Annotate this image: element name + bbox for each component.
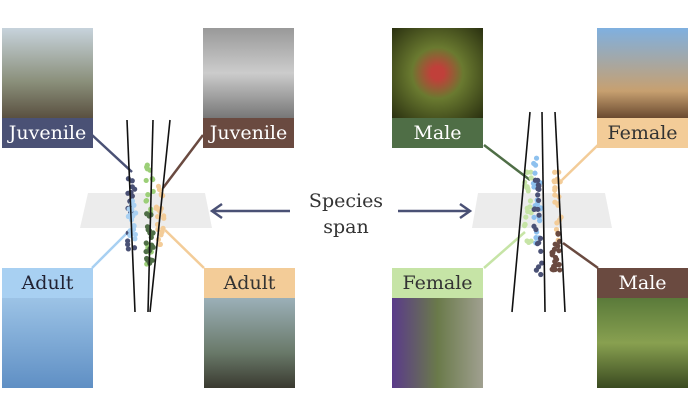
- scatter-dot: [555, 231, 561, 237]
- card-label: Juvenile: [203, 118, 294, 148]
- bird-photo: [203, 28, 294, 118]
- scatter-dot: [143, 197, 150, 204]
- scatter-dot: [533, 155, 540, 161]
- scatter-dot: [531, 206, 537, 213]
- scatter-dot: [539, 260, 545, 266]
- scatter-dot: [125, 246, 131, 252]
- scatter-dot: [144, 162, 150, 168]
- card-label: Male: [597, 268, 688, 298]
- scatter-dot: [553, 226, 560, 233]
- scatter-dot: [131, 223, 137, 229]
- scatter-dot: [531, 160, 537, 167]
- label-line-2: span: [323, 216, 369, 238]
- scatter-dot: [145, 192, 151, 198]
- card-label: Adult: [204, 268, 295, 298]
- scatter-dot: [149, 257, 155, 263]
- scatter-dot: [131, 245, 138, 251]
- scatter-dot: [538, 271, 544, 278]
- scatter-dot: [552, 185, 558, 191]
- scatter-dot: [133, 210, 139, 216]
- scatter-dot: [132, 186, 138, 192]
- card-label: Adult: [2, 268, 93, 298]
- card-label: Juvenile: [2, 118, 93, 148]
- scatter-dot: [537, 235, 544, 241]
- scatter-dot: [155, 183, 162, 189]
- scatter-dot: [149, 176, 155, 182]
- scatter-dot: [556, 261, 562, 268]
- scatter-dot: [157, 241, 163, 248]
- scatter-dot: [536, 212, 542, 218]
- fit-line: [147, 119, 154, 313]
- scatter-dot: [132, 236, 138, 242]
- scatter-dot: [522, 221, 528, 227]
- bird-photo: [597, 298, 688, 388]
- scatter-dot: [125, 241, 131, 248]
- bird-photo: [2, 298, 93, 388]
- scatter-dot: [555, 243, 561, 249]
- scatter-dot: [527, 204, 533, 210]
- left-span-plane: [80, 193, 212, 228]
- scatter-dot: [132, 231, 139, 238]
- scatter-dot: [526, 239, 532, 245]
- scatter-dot: [534, 241, 541, 247]
- scatter-dot: [528, 169, 534, 175]
- bird-photo: [392, 28, 483, 118]
- scatter-dot: [527, 198, 534, 204]
- scatter-dot: [557, 267, 563, 273]
- fit-line: [149, 119, 171, 313]
- card-label: Male: [392, 118, 483, 148]
- fit-line: [554, 111, 566, 313]
- scatter-dot: [550, 267, 556, 273]
- card-label: Female: [597, 118, 688, 148]
- scatter-dot: [552, 258, 558, 265]
- scatter-dot: [160, 225, 166, 231]
- bird-photo: [204, 298, 295, 388]
- scatter-dot: [523, 214, 529, 220]
- species-span-label: Species span: [296, 188, 396, 240]
- scatter-dot: [144, 224, 151, 230]
- scatter-dot: [536, 183, 542, 189]
- scatter-dot: [150, 230, 156, 236]
- scatter-dot: [129, 178, 135, 184]
- bird-photo: [392, 298, 483, 388]
- bird-photo: [2, 28, 93, 118]
- scatter-dot: [537, 218, 543, 224]
- scatter-dot: [556, 248, 562, 254]
- scatter-dot: [144, 211, 150, 217]
- scatter-dot: [533, 267, 539, 273]
- label-line-1: Species: [308, 190, 384, 212]
- scatter-dot: [155, 214, 161, 220]
- scatter-dot: [525, 208, 531, 215]
- scatter-dot: [535, 197, 542, 204]
- scatter-dot: [131, 202, 137, 208]
- scatter-dot: [552, 169, 558, 175]
- scatter-dot: [554, 220, 560, 226]
- card-label: Female: [392, 268, 483, 298]
- scatter-dot: [552, 199, 558, 205]
- scatter-dot: [143, 177, 149, 184]
- fit-line: [511, 111, 531, 313]
- scatter-dot: [528, 175, 534, 181]
- fit-line: [541, 111, 546, 313]
- scatter-dot: [532, 177, 538, 183]
- scatter-dot: [531, 223, 537, 229]
- scatter-dot: [161, 213, 167, 219]
- fit-line: [126, 119, 136, 313]
- scatter-dot: [532, 170, 538, 176]
- scatter-dot: [144, 256, 150, 263]
- scatter-dot: [552, 192, 558, 198]
- scatter-dot: [535, 192, 541, 198]
- scatter-dot: [143, 240, 149, 246]
- scatter-dot: [538, 248, 544, 254]
- bird-photo: [597, 28, 688, 118]
- scatter-dot: [524, 169, 530, 175]
- scatter-dot: [531, 214, 537, 220]
- scatter-dot: [550, 249, 556, 255]
